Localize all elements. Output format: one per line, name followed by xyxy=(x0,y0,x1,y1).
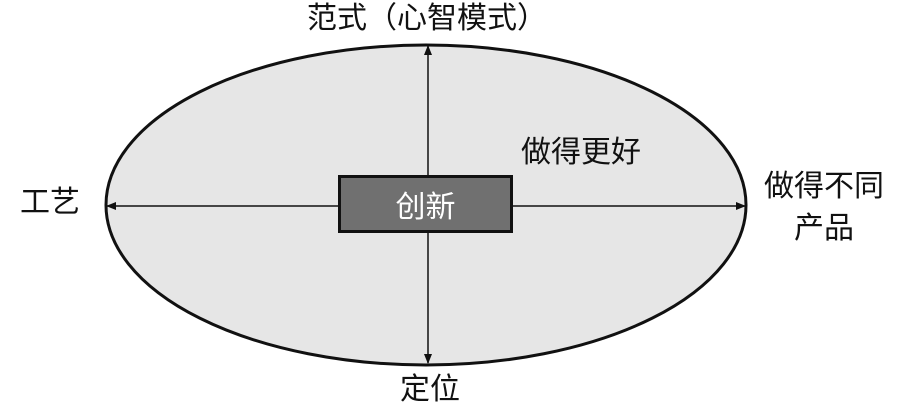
left-label: 工艺 xyxy=(20,185,80,220)
top-label: 范式（心智模式） xyxy=(307,1,547,36)
center-label: 创新 xyxy=(395,190,456,225)
right-label: 做得不同 产品 xyxy=(759,166,889,250)
bottom-label: 定位 xyxy=(400,372,460,407)
right-label-line2: 产品 xyxy=(794,211,854,246)
right-label-line1: 做得不同 xyxy=(764,169,884,204)
center-box: 创新 xyxy=(338,175,513,233)
upper-right-label: 做得更好 xyxy=(521,135,641,170)
